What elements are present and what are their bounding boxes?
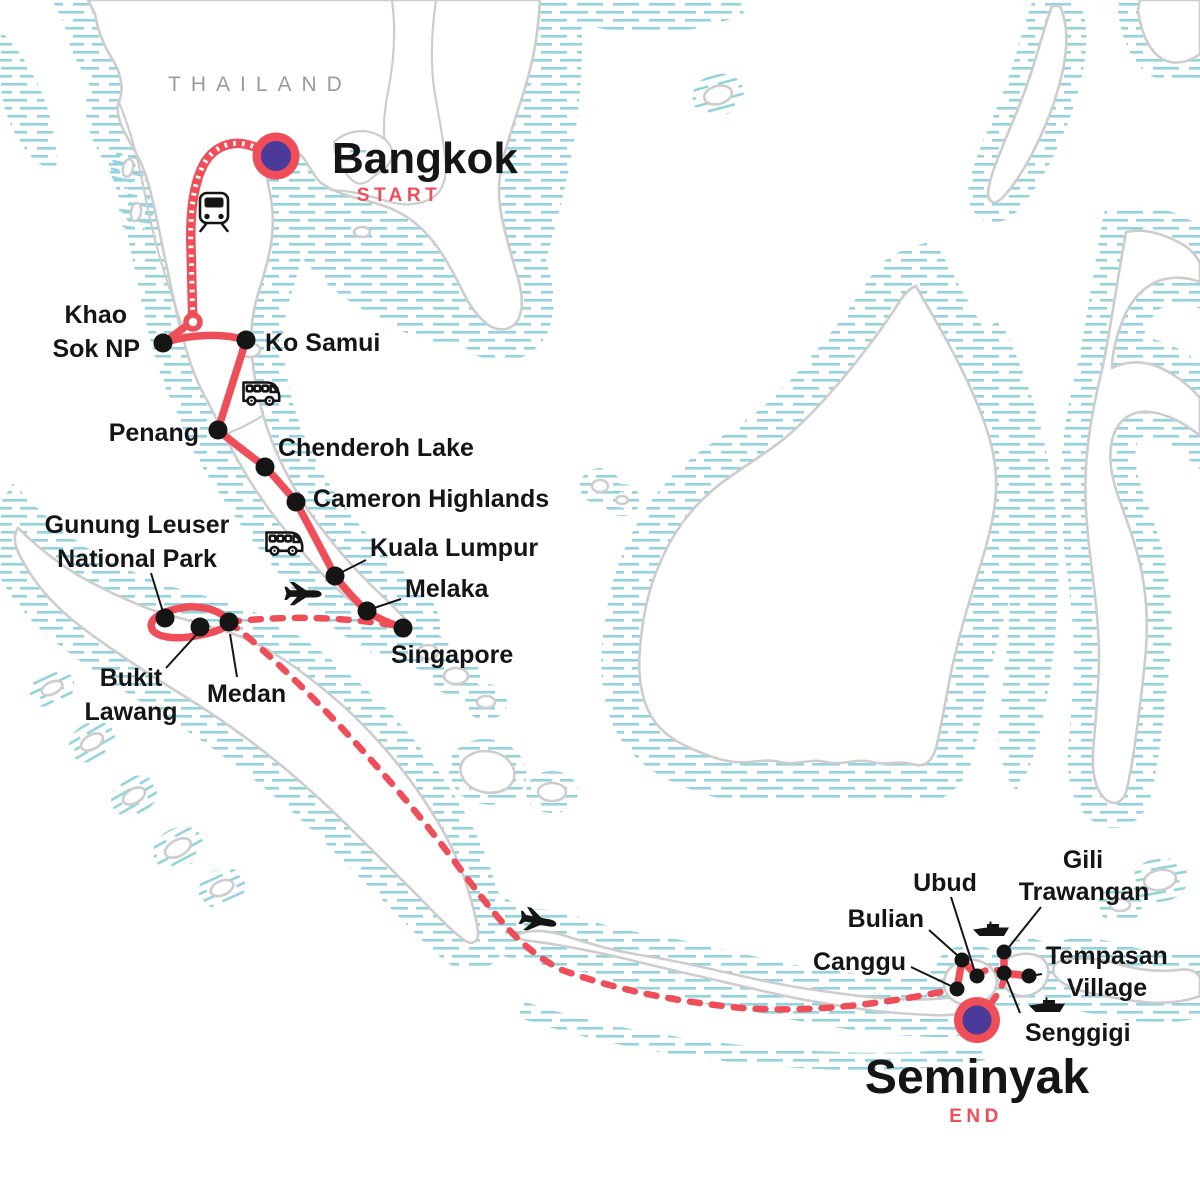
stop-label-bukit-lawang-line2: Lawang	[84, 698, 177, 726]
stop-dot-senggigi	[996, 965, 1012, 981]
stop-label-penang: Penang	[109, 419, 199, 447]
stop-label-khao-sok-np-line1: Khao	[65, 301, 128, 329]
stop-label-chenderoh-lake: Chenderoh Lake	[278, 434, 474, 462]
stop-label-ubud: Ubud	[913, 869, 977, 897]
stop-dot-bukit-lawang	[190, 617, 210, 637]
route-dashed-segment	[225, 618, 955, 1013]
route-solid-segment	[147, 603, 233, 642]
leader-line-bulian	[928, 929, 958, 956]
leader-line-senggigi	[1005, 977, 1021, 1014]
stop-label-kuala-lumpur: Kuala Lumpur	[370, 534, 538, 562]
stop-label-senggigi: Senggigi	[1025, 1019, 1131, 1047]
leader-line-ubud	[950, 896, 975, 970]
stop-dot-ko-samui	[236, 330, 256, 350]
boat-icon	[973, 921, 1009, 936]
start-city-label: Bangkok	[332, 134, 518, 183]
stop-dot-khao-sok-np	[153, 333, 173, 353]
stop-label-gili-trawangan-line2: Trawangan	[1019, 878, 1150, 906]
stop-label-gunung-leuser-national-park-line1: Gunung Leuser	[45, 511, 230, 539]
start-tag-label: START	[357, 185, 441, 206]
internal-borders	[116, 0, 448, 438]
leader-line-kuala-lumpur	[339, 559, 367, 574]
end-tag-label: END	[949, 1106, 1003, 1127]
label-leader-lines	[150, 559, 1043, 1014]
leader-line-gili-trawangan	[1008, 906, 1042, 948]
stop-dot-singapore	[393, 618, 413, 638]
border-line	[116, 99, 188, 339]
stop-label-tempasan-village-line1: Tempasan	[1046, 942, 1168, 970]
water-hatch-patch	[0, 30, 57, 172]
bus-icon	[242, 381, 281, 407]
start-marker-core	[261, 141, 291, 171]
stop-dot-medan	[219, 612, 239, 632]
stop-label-medan: Medan	[207, 680, 286, 708]
tonle-sap-lake	[332, 130, 394, 185]
leader-line-tempasan-village	[1035, 973, 1043, 976]
stop-dot-chenderoh-lake	[255, 457, 275, 477]
stop-label-gunung-leuser-national-park-line2: National Park	[57, 545, 217, 573]
leader-line-gunung-leuser-national-park	[150, 572, 164, 613]
stop-label-bulian: Bulian	[848, 905, 924, 933]
lake-hatch	[350, 150, 366, 153]
leader-line-melaka	[373, 598, 402, 609]
plane-icon	[518, 906, 557, 931]
stop-dot-gunung-leuser-national-park	[155, 608, 175, 628]
stop-dot-bulian	[954, 952, 970, 968]
transport-icons	[198, 191, 1065, 1012]
route-rail-segment	[186, 138, 266, 323]
stop-label-bukit-lawang-line1: Bukit	[100, 664, 163, 692]
rail-junction-marker	[183, 312, 203, 332]
stop-label-singapore: Singapore	[391, 641, 513, 669]
stop-dot-penang	[208, 420, 228, 440]
plane-icon	[284, 582, 322, 606]
boat-icon	[1029, 997, 1065, 1012]
border-line	[382, 0, 396, 153]
leader-line-bukit-lawang	[165, 633, 198, 669]
stop-dot-cameron-highlands	[286, 492, 306, 512]
water-hatch-patch	[560, 0, 744, 34]
end-city-label: Seminyak	[865, 1051, 1089, 1104]
leader-line-medan	[229, 633, 238, 678]
stop-dot-ubud	[969, 968, 985, 984]
stop-dot-kuala-lumpur	[325, 566, 345, 586]
lake-hatch	[346, 158, 358, 161]
terminal-start-bangkok: Bangkok START	[252, 132, 518, 206]
stop-dot-gili-trawangan	[996, 944, 1012, 960]
stop-label-melaka: Melaka	[405, 575, 489, 603]
stop-label-canggu: Canggu	[813, 948, 906, 976]
stop-label-cameron-highlands: Cameron Highlands	[313, 485, 549, 513]
border-line	[329, 0, 448, 206]
stop-dots	[153, 330, 1037, 997]
end-marker-core	[962, 1005, 992, 1035]
stop-dot-tempasan-village	[1021, 968, 1037, 984]
stop-label-gili-trawangan-line1: Gili	[1063, 846, 1103, 874]
stop-label-khao-sok-np-line2: Sok NP	[52, 335, 140, 363]
terminal-end-seminyak: Seminyak END	[865, 997, 1089, 1127]
stop-dot-canggu	[949, 981, 965, 997]
region-label-thailand: THAILAND	[168, 73, 352, 96]
bus-icon	[265, 531, 304, 557]
water-hatch-patch	[520, 1000, 985, 1071]
stop-label-ko-samui: Ko Samui	[265, 329, 380, 357]
leader-line-canggu	[910, 966, 952, 987]
stop-dot-melaka	[357, 601, 377, 621]
train-icon	[198, 191, 230, 233]
stop-label-tempasan-village-line2: Village	[1067, 974, 1147, 1002]
